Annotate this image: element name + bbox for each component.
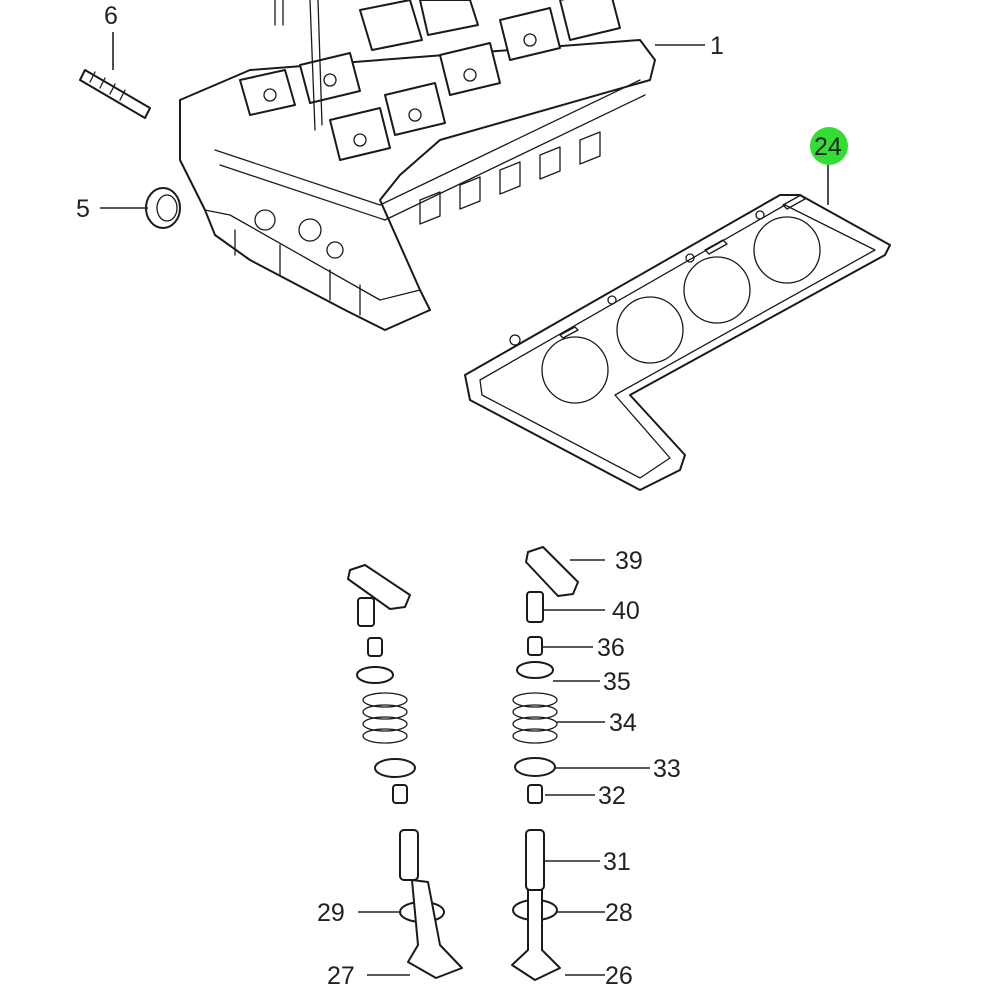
cylinder-head-stud[interactable]	[79, 69, 151, 119]
rocker-arm-right[interactable]	[525, 546, 579, 597]
valve-spring-right[interactable]	[512, 692, 558, 744]
stem-seal-right[interactable]	[527, 784, 543, 804]
valve-cap-left[interactable]	[367, 637, 383, 657]
callout-24-highlight[interactable]: 24	[810, 127, 848, 165]
intake-valve-right[interactable]	[511, 889, 561, 981]
cylinder-head[interactable]	[179, 0, 656, 331]
callout-26[interactable]: 26	[605, 962, 633, 990]
callout-39[interactable]: 39	[615, 547, 643, 575]
callout-labels: 1 5 6 24 26 27 28 29 31 32 33 34 35 36 3…	[76, 2, 848, 990]
spring-seat-right[interactable]	[514, 757, 556, 777]
callout-28[interactable]: 28	[605, 899, 633, 927]
lash-adjuster-left[interactable]	[357, 597, 375, 627]
callout-40[interactable]: 40	[612, 597, 640, 625]
callout-32[interactable]: 32	[598, 782, 626, 810]
callout-36[interactable]: 36	[597, 634, 625, 662]
spring-retainer-left[interactable]	[356, 666, 394, 684]
spring-seat-left[interactable]	[374, 758, 416, 778]
callout-24[interactable]: 24	[814, 133, 842, 161]
valve-stem-left[interactable]	[399, 829, 419, 881]
rocker-arm-left[interactable]	[347, 564, 411, 610]
valve-train-left	[347, 564, 463, 979]
valve-cap-right[interactable]	[527, 636, 543, 656]
oil-seal[interactable]	[145, 187, 181, 229]
callout-1[interactable]: 1	[710, 32, 724, 60]
exhaust-valve-left[interactable]	[407, 879, 463, 979]
callout-35[interactable]: 35	[603, 668, 631, 696]
camshaft-caps	[239, 0, 621, 161]
callout-27[interactable]: 27	[327, 962, 355, 990]
valve-spring-left[interactable]	[362, 692, 408, 744]
callout-31[interactable]: 31	[603, 848, 631, 876]
leader-lines	[100, 32, 829, 976]
callout-33[interactable]: 33	[653, 755, 681, 783]
callout-29[interactable]: 29	[317, 899, 345, 927]
callout-6[interactable]: 6	[104, 2, 118, 30]
spring-retainer-right[interactable]	[516, 661, 554, 679]
lash-adjuster-right[interactable]	[526, 591, 544, 623]
callout-34[interactable]: 34	[609, 709, 637, 737]
valve-train-right	[511, 546, 579, 981]
stem-seal-left[interactable]	[392, 784, 408, 804]
head-gasket[interactable]	[464, 194, 891, 491]
callout-5[interactable]: 5	[76, 195, 90, 223]
valve-stem-right[interactable]	[525, 829, 545, 891]
